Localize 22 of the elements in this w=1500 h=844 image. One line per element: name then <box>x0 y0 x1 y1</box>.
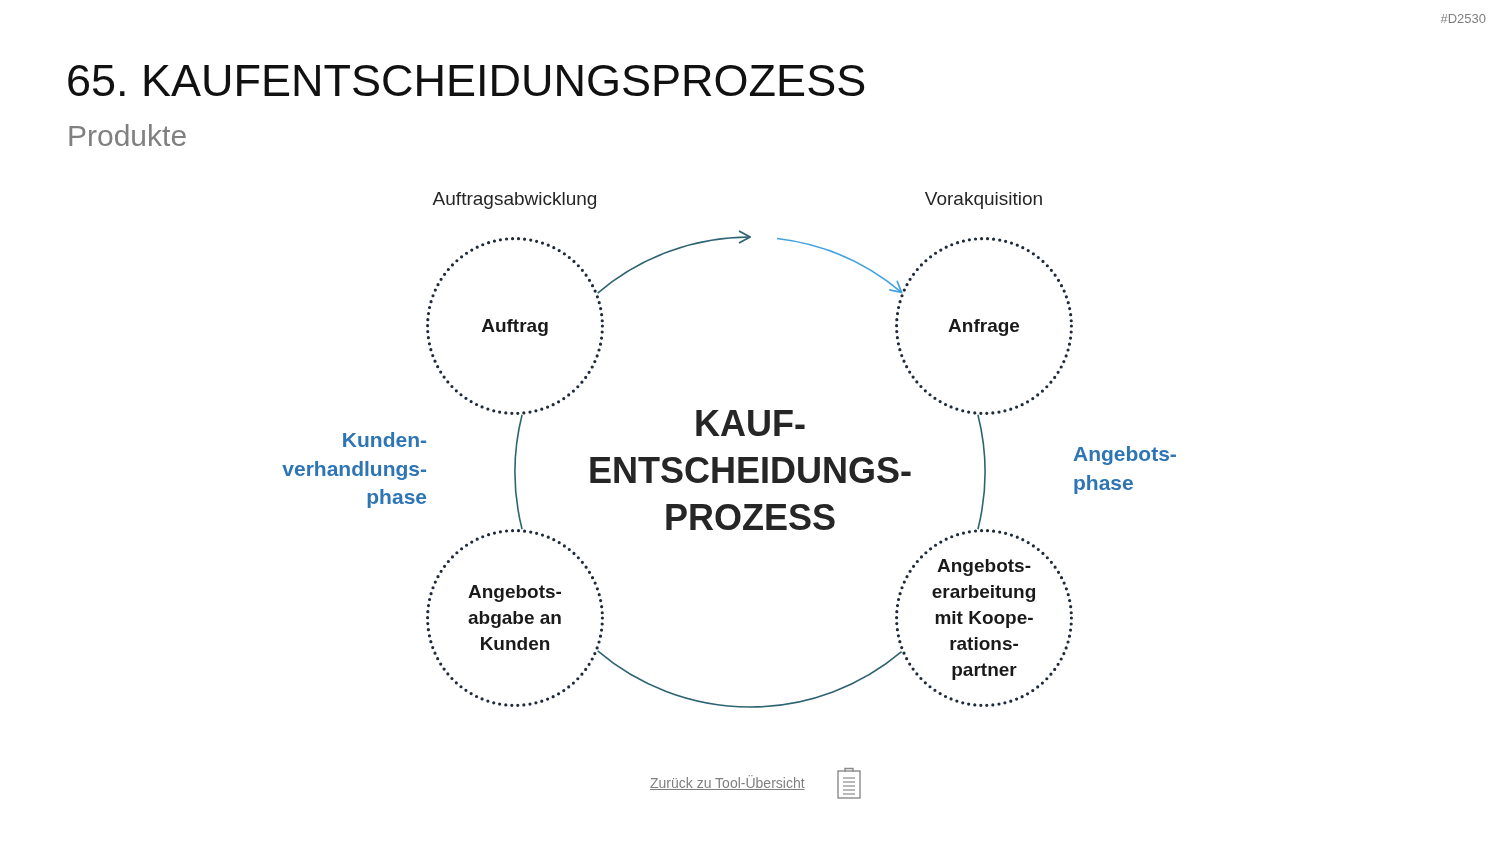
connector-line <box>596 650 903 708</box>
phase-label: Auftragsabwicklung <box>432 188 598 210</box>
subtitle: Produkte <box>67 119 188 153</box>
center-title: KAUF- ENTSCHEIDUNGS- PROZESS <box>588 402 912 540</box>
connector-line <box>514 413 523 531</box>
step-circle <box>426 237 604 415</box>
step-label: Anfrage <box>948 314 1020 338</box>
step-label: Angebots- erarbeitung mit Koope- rations- partner <box>931 554 1037 682</box>
arrow <box>596 230 751 294</box>
step-circle <box>895 529 1073 707</box>
arrow <box>776 237 903 294</box>
step-circle <box>426 529 604 707</box>
slide-title: 65. KAUFENTSCHEIDUNGSPROZESS <box>66 55 867 107</box>
phase-label: Kunden- verhandlungs- phase <box>282 427 427 510</box>
step-label: Auftrag <box>481 314 549 338</box>
phase-label: Angebots- phase <box>1073 441 1177 496</box>
slide-code: #D2530 <box>1440 11 1486 26</box>
back-link: Zurück zu Tool-Übersicht <box>650 775 805 791</box>
connector-line <box>977 414 986 530</box>
phase-label: Vorakquisition <box>924 188 1044 210</box>
step-label: Angebots- abgabe an Kunden <box>468 580 562 656</box>
step-circle <box>895 237 1073 415</box>
